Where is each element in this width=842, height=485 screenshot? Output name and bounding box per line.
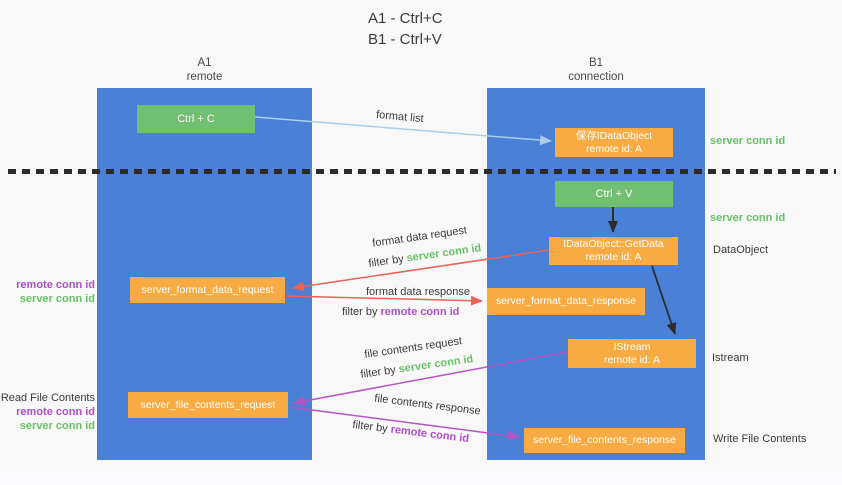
right-server-conn-id-mid: server conn id	[710, 212, 786, 224]
ctrl-v-label: Ctrl + V	[595, 187, 633, 200]
title-line-a1: A1 - Ctrl+C	[368, 10, 443, 27]
diagram-title: A1 - Ctrl+C B1 - Ctrl+V	[368, 8, 443, 50]
file-contents-response-filter: filter by remote conn id	[352, 419, 470, 445]
column-a1-subtitle: remote	[186, 71, 223, 83]
read-file-contents-label: Read File Contents	[0, 392, 95, 404]
ctrl-c-label: Ctrl + C	[177, 112, 215, 125]
istream-line2: remote id: A	[603, 353, 661, 366]
server-file-contents-request-node: server_file_contents_request	[128, 392, 288, 418]
filter-by-text: filter by	[359, 364, 397, 381]
column-b1-subtitle: connection	[568, 71, 624, 83]
left-conn-id-annotation-top: remote conn id server conn id	[0, 278, 95, 306]
remote-conn-id-label: remote conn id	[16, 279, 95, 291]
getdata-line1: IDataObject::GetData	[563, 238, 664, 250]
filter-by-text: filter by	[367, 253, 405, 270]
istream-line1: IStream	[613, 340, 651, 353]
server-format-data-response-node: server_format_data_response	[487, 288, 645, 315]
idataobject-getdata-node: IDataObject::GetData remote id: A	[549, 237, 678, 265]
column-header-b1: B1 connection	[487, 56, 705, 84]
ctrl-v-node: Ctrl + V	[555, 181, 673, 207]
right-write-file-contents-label: Write File Contents	[713, 433, 807, 445]
server-file-contents-request-label: server_file_contents_request	[140, 398, 276, 411]
server-format-data-request-node: server_format_data_request	[130, 277, 285, 303]
file-contents-response-label: file contents response	[373, 392, 482, 418]
save-idataobject-line1: 保存IDataObject	[575, 129, 653, 142]
format-list-label: format list	[375, 108, 425, 126]
remote-conn-id-text: remote conn id	[380, 306, 460, 318]
server-format-data-request-label: server_format_data_request	[141, 283, 274, 296]
remote-conn-id-label: remote conn id	[16, 406, 95, 418]
save-idataobject-line2: remote id: A	[585, 142, 643, 155]
right-istream-label: Istream	[712, 352, 749, 364]
phase-divider-dotted-line	[8, 169, 836, 174]
left-read-file-contents-annotation: Read File Contents remote conn id server…	[0, 391, 95, 433]
server-file-contents-response-label: server_file_contents_response	[532, 434, 676, 446]
istream-node: IStream remote id: A	[568, 339, 696, 368]
format-data-response-filter: filter by remote conn id	[342, 306, 459, 318]
right-dataobject-label: DataObject	[713, 244, 769, 256]
column-a1-name: A1	[197, 57, 212, 69]
filter-by-text: filter by	[351, 418, 389, 436]
server-conn-id-label: server conn id	[19, 420, 95, 432]
column-header-a1: A1 remote	[97, 56, 312, 84]
title-line-b1: B1 - Ctrl+V	[368, 31, 442, 48]
format-data-response-label: format data response	[366, 286, 470, 298]
ctrl-c-node: Ctrl + C	[137, 105, 255, 133]
server-file-contents-response-node: server_file_contents_response	[524, 428, 685, 453]
column-b1-name: B1	[588, 57, 604, 69]
filter-by-text: filter by	[342, 306, 378, 318]
right-server-conn-id-top: server conn id	[710, 135, 786, 147]
remote-conn-id-text: remote conn id	[389, 423, 470, 446]
server-conn-id-text: server conn id	[397, 353, 475, 376]
save-idataobject-node: 保存IDataObject remote id: A	[555, 128, 673, 157]
getdata-line2: remote id: A	[585, 251, 642, 263]
server-conn-id-text: server conn id	[405, 242, 483, 265]
server-format-data-response-label: server_format_data_response	[495, 295, 637, 307]
server-conn-id-label: server conn id	[19, 293, 95, 305]
